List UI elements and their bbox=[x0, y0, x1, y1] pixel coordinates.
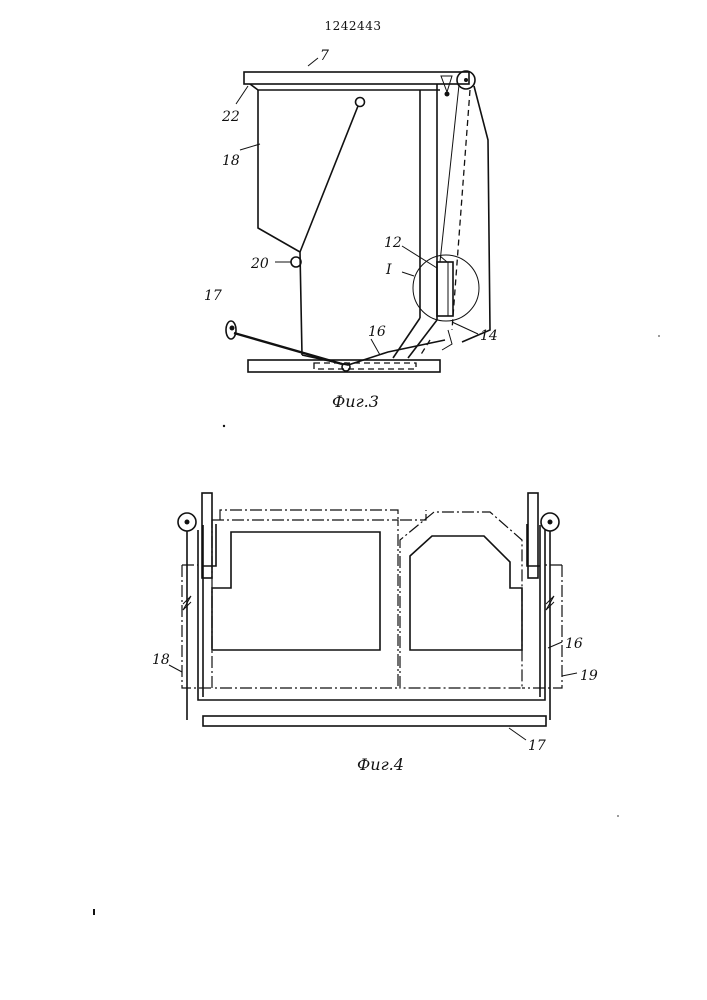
right-pulley-axle bbox=[548, 520, 553, 525]
left-door-outline bbox=[212, 520, 398, 688]
leader-14 bbox=[452, 322, 478, 334]
bottom-bar bbox=[203, 716, 546, 726]
fig4-label-16: 16 bbox=[565, 636, 583, 652]
right-outer-dashdot bbox=[522, 565, 562, 688]
guide-wedge-pin bbox=[445, 92, 450, 97]
leader-22 bbox=[236, 86, 248, 104]
cable-upper bbox=[440, 85, 459, 262]
diagonal-link bbox=[300, 106, 358, 252]
left-window bbox=[212, 532, 380, 650]
fig4-caption: Фиг.4 bbox=[357, 755, 404, 774]
door-panel bbox=[258, 90, 302, 355]
label-16: 16 bbox=[368, 324, 386, 340]
label-18: 18 bbox=[222, 153, 240, 169]
leader-4-17 bbox=[509, 728, 526, 740]
document-number: 1242443 bbox=[325, 19, 382, 33]
leader-I bbox=[402, 272, 414, 276]
top-pulley-axle bbox=[464, 78, 468, 82]
sliding-block-top bbox=[440, 256, 447, 262]
figure-4: 18 16 19 17 Фиг.4 bbox=[152, 493, 598, 774]
figure-3: 7 22 18 12 I 20 17 16 14 Фиг.3 bbox=[204, 48, 498, 411]
stray-mark-2 bbox=[93, 909, 95, 915]
beam-underside bbox=[250, 84, 440, 90]
leader-18 bbox=[240, 144, 260, 150]
stray-mark-1 bbox=[223, 425, 225, 427]
fig3-caption: Фиг.3 bbox=[332, 392, 379, 411]
label-I: I bbox=[385, 262, 392, 278]
handle-17-pin bbox=[230, 326, 235, 331]
fig4-label-17: 17 bbox=[528, 738, 546, 754]
lower-arm-1 bbox=[393, 318, 420, 358]
right-door-outline bbox=[400, 512, 522, 688]
leader-4-18 bbox=[169, 665, 182, 672]
leader-16 bbox=[371, 339, 380, 355]
label-12: 12 bbox=[384, 235, 402, 251]
right-frame-bar bbox=[462, 86, 490, 342]
stray-mark-3 bbox=[658, 335, 660, 337]
upper-pivot bbox=[356, 98, 365, 107]
leader-7 bbox=[308, 58, 318, 66]
top-dashdot bbox=[220, 510, 426, 520]
left-frame-inner bbox=[203, 524, 216, 697]
label-14: 14 bbox=[480, 328, 498, 344]
top-beam bbox=[244, 72, 469, 84]
outer-frame bbox=[198, 530, 545, 700]
label-20: 20 bbox=[250, 256, 269, 272]
stray-mark-4 bbox=[617, 815, 619, 817]
label-17: 17 bbox=[204, 288, 222, 304]
sliding-block bbox=[437, 262, 453, 316]
label-22: 22 bbox=[221, 109, 240, 125]
detail-circle-I bbox=[413, 255, 479, 321]
leader-4-19 bbox=[562, 673, 577, 676]
label-7: 7 bbox=[320, 48, 329, 64]
fig4-label-19: 19 bbox=[580, 668, 598, 684]
base-slot bbox=[314, 363, 416, 369]
fig4-label-18: 18 bbox=[152, 652, 170, 668]
left-pulley-axle bbox=[185, 520, 190, 525]
lower-dashed-arm bbox=[420, 340, 430, 356]
right-window bbox=[410, 536, 522, 650]
